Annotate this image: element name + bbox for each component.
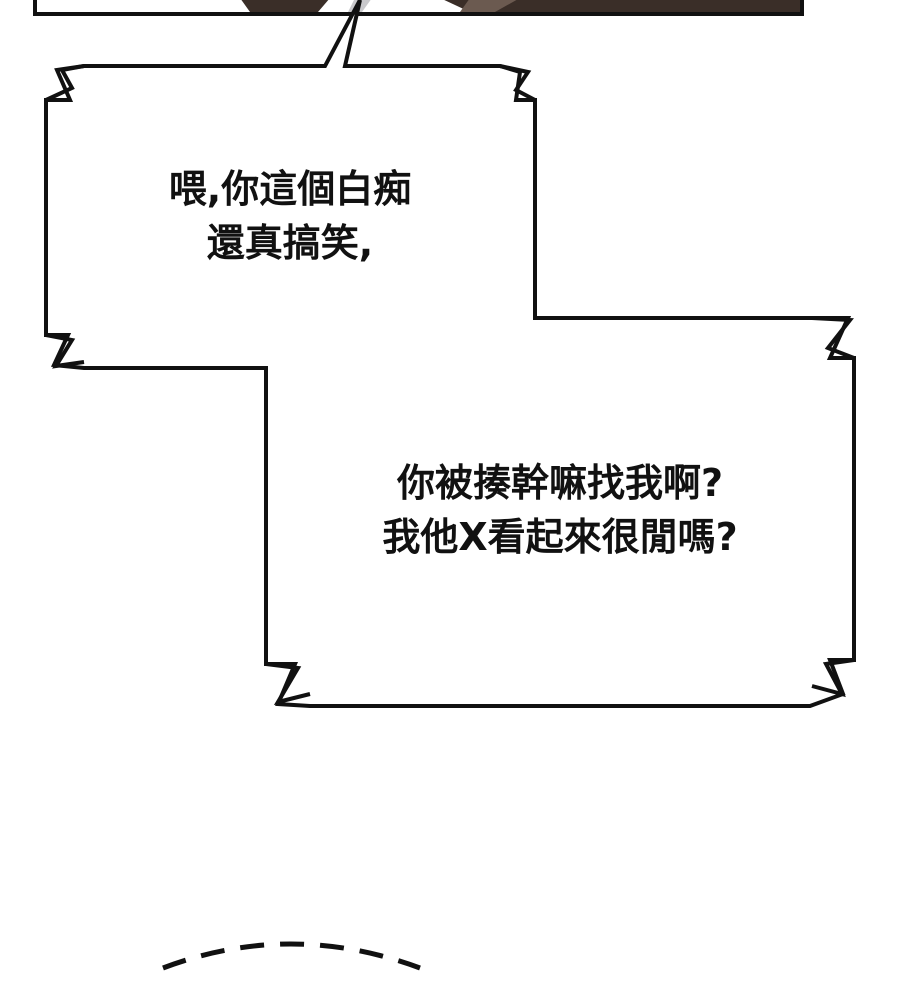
bubble-2-text: 你被揍幹嘛找我啊? 我他X看起來很閒嗎? <box>300 456 820 564</box>
bubble-spikes <box>45 64 855 706</box>
bubble-2-line-2: 我他X看起來很閒嗎? <box>382 515 738 559</box>
bubble-2-line-1: 你被揍幹嘛找我啊? <box>396 461 724 505</box>
bubble-1-text: 喂,你這個白痴 還真搞笑, <box>90 162 490 270</box>
speech-bubble <box>44 0 856 708</box>
top-panel <box>33 0 804 16</box>
bubble-1-line-2: 還真搞笑, <box>206 221 374 265</box>
bubble-1-line-1: 喂,你這個白痴 <box>168 167 412 211</box>
dashed-arc <box>162 941 421 971</box>
